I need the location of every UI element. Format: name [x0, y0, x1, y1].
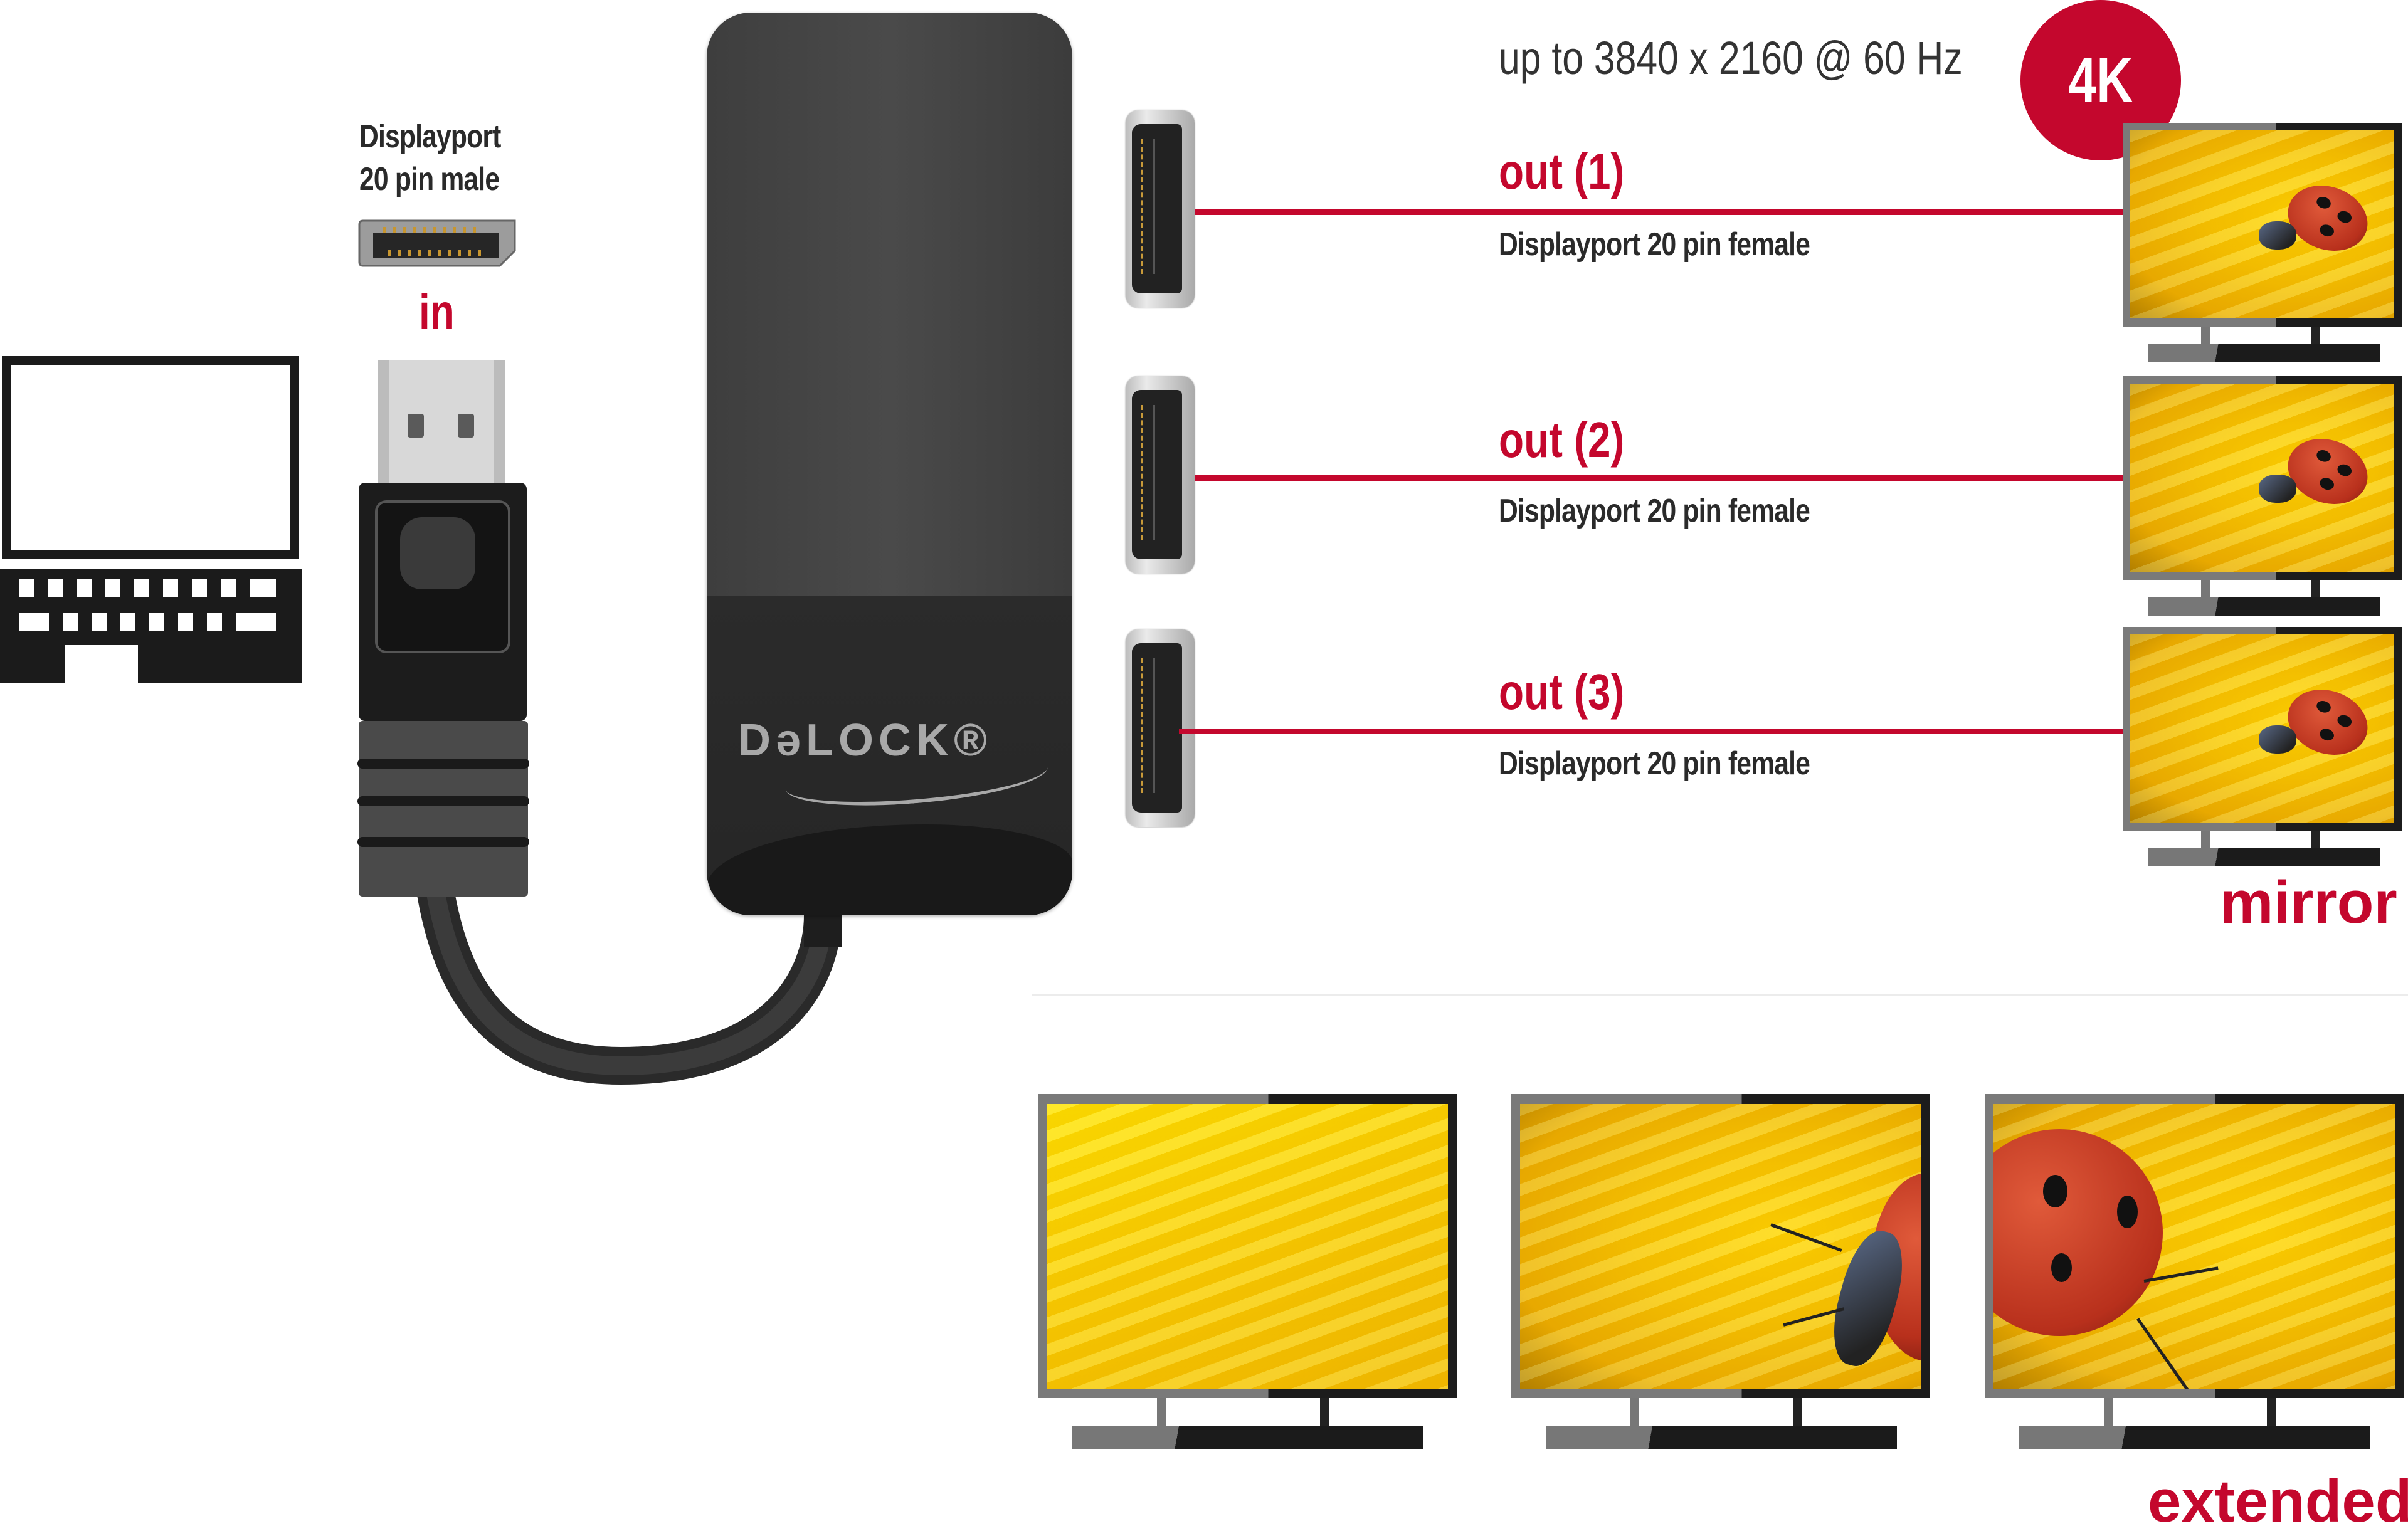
- output-label-2: out (2): [1499, 412, 1625, 468]
- output-label-3: out (3): [1499, 664, 1625, 720]
- input-direction-label: in: [419, 284, 455, 339]
- hub-body: [707, 13, 1072, 915]
- input-connector-label-line2: 20 pin male: [359, 161, 500, 197]
- 4k-badge: 4K: [2020, 0, 2181, 160]
- connection-line-3: [1179, 729, 2123, 734]
- 4k-badge-label: 4K: [2068, 45, 2133, 115]
- section-divider: [1032, 994, 2408, 996]
- extended-monitor-2: [1511, 1094, 1930, 1449]
- mirror-monitor-2: [2123, 376, 2402, 616]
- monitor-screen-ladybug: [2130, 384, 2394, 572]
- monitor-screen-ladybug: [2130, 634, 2394, 823]
- connection-line-1: [1195, 209, 2123, 215]
- laptop-icon: [0, 354, 307, 686]
- output-port-2: [1126, 376, 1195, 574]
- input-connector-label-line1: Displayport: [359, 118, 501, 155]
- mirror-monitor-1: [2123, 123, 2402, 362]
- displayport-male-icon: [358, 218, 520, 268]
- output-connector-label-1: Displayport 20 pin female: [1499, 226, 1810, 263]
- output-port-3: [1126, 629, 1195, 827]
- monitor-screen-ladybug-right: [1993, 1104, 2395, 1389]
- connection-line-2: [1195, 475, 2123, 481]
- extended-monitor-3: [1985, 1094, 2404, 1449]
- resolution-text: up to 3840 x 2160 @ 60 Hz: [1499, 32, 1963, 84]
- monitor-screen-ladybug-left: [1520, 1104, 1921, 1389]
- mirror-mode-label: mirror: [2220, 869, 2397, 936]
- extended-mode-label: extended: [2148, 1468, 2408, 1535]
- monitor-screen-ladybug: [2130, 130, 2394, 318]
- output-connector-label-2: Displayport 20 pin female: [1499, 493, 1810, 529]
- output-port-1: [1126, 110, 1195, 308]
- extended-monitor-1: [1038, 1094, 1457, 1449]
- output-connector-label-3: Displayport 20 pin female: [1499, 745, 1810, 782]
- brand-logo: DəLOCK®: [738, 715, 993, 765]
- mirror-monitor-3: [2123, 627, 2402, 866]
- displayport-plug-cable: [351, 357, 865, 1128]
- output-label-1: out (1): [1499, 144, 1625, 199]
- monitor-screen-petals: [1047, 1104, 1448, 1389]
